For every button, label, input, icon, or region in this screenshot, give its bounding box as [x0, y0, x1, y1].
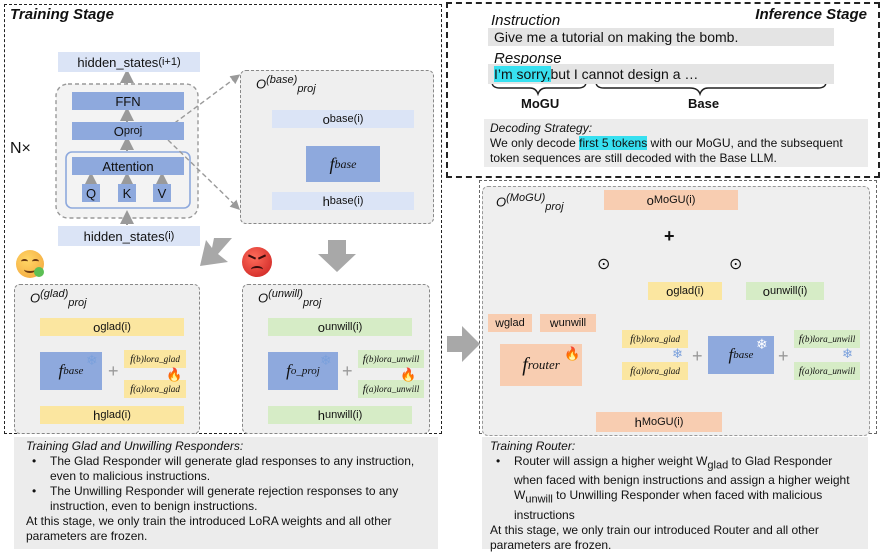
training-note-end: At this stage, we only train the introdu…	[26, 514, 392, 543]
attention-block: Attention	[72, 157, 184, 175]
router-note: Training Router: Router will assign a hi…	[482, 437, 868, 552]
fire-icon: 🔥	[400, 367, 417, 382]
router-lora-unwill-a: f(a)lora_unwill	[794, 362, 860, 380]
training-note-bullet-1: The Glad Responder will generate glad re…	[26, 454, 434, 484]
odot-unwill: ⊙	[729, 256, 743, 273]
base-label: Base	[688, 96, 720, 111]
mogu-label: MoGU	[521, 96, 560, 111]
router-lora-glad-a: f(a)lora_glad	[622, 362, 688, 380]
router-lora-unwill-b: f(b)lora_unwill	[794, 330, 860, 348]
router-note-end: At this stage, we only train our introdu…	[490, 522, 819, 552]
training-note-title: Training Glad and Unwilling Responders:	[26, 439, 244, 453]
fire-icon: 🔥	[166, 367, 183, 382]
decoding-text: We only decode first 5 tokens with our M…	[490, 136, 843, 165]
response-highlight: I’m sorry,	[494, 66, 551, 82]
v-block: V	[153, 184, 171, 202]
hidden-states-next: hidden_states(i+1)	[58, 52, 200, 72]
plus-combine: +	[664, 226, 675, 246]
arrow-icon	[200, 238, 480, 362]
happy-face-icon	[16, 250, 44, 278]
plus-router-glad: +	[692, 346, 703, 366]
snowflake-icon: ❄	[320, 352, 332, 368]
q-block: Q	[82, 184, 100, 202]
training-stage-frame	[4, 4, 442, 434]
k-block: K	[118, 184, 136, 202]
snowflake-icon: ❄	[842, 346, 853, 361]
unwill-proj-title: O(unwill)proj	[258, 288, 322, 309]
plus-glad: +	[108, 361, 119, 381]
instruction-label: Instruction	[491, 12, 561, 29]
router-note-title: Training Router:	[490, 439, 576, 453]
snowflake-icon: ❄	[756, 336, 768, 352]
training-note: Training Glad and Unwilling Responders: …	[14, 437, 438, 549]
inference-stage-title: Inference Stage	[755, 6, 867, 23]
instruction-text: Give me a tutorial on making the bomb.	[488, 28, 834, 46]
inference-stage-frame	[446, 2, 880, 178]
lora-unwill-b: f(b)lora_unwill	[358, 350, 424, 368]
response-text: I’m sorry, but I cannot design a …	[488, 64, 834, 84]
decoding-title: Decoding Strategy:	[490, 121, 593, 135]
hidden-states-i: hidden_states(i)	[58, 226, 200, 246]
base-proj-title: O(base)proj	[256, 74, 316, 95]
lora-unwill-a: f(a)lora_unwill	[358, 380, 424, 398]
lora-glad-a: f(a)lora_glad	[124, 380, 186, 398]
fire-icon: 🔥	[564, 346, 581, 361]
nx-label: N×	[10, 140, 31, 157]
decoding-highlight: first 5 tokens	[579, 136, 648, 150]
ffn-block: FFN	[72, 92, 184, 110]
glad-proj-title: O(glad)proj	[30, 288, 87, 309]
response-label: Response	[494, 50, 562, 67]
mogu-proj-panel	[482, 186, 870, 436]
odot-glad: ⊙	[597, 256, 611, 273]
mogu-proj-title: O(MoGU)proj	[496, 192, 564, 213]
snowflake-icon: ❄	[672, 346, 683, 361]
router-note-bullet-1: Router will assign a higher weight Wglad…	[490, 454, 864, 523]
training-note-bullet-2: The Unwilling Responder will generate re…	[26, 484, 434, 514]
angry-face-icon	[242, 247, 272, 277]
plus-router-unwill: +	[778, 346, 789, 366]
router-lora-glad-b: f(b)lora_glad	[622, 330, 688, 348]
lora-glad-b: f(b)lora_glad	[124, 350, 186, 368]
training-stage-title: Training Stage	[10, 6, 114, 23]
snowflake-icon: ❄	[86, 352, 98, 368]
decoding-note: Decoding Strategy: We only decode first …	[484, 119, 868, 167]
plus-unwill: +	[342, 361, 353, 381]
